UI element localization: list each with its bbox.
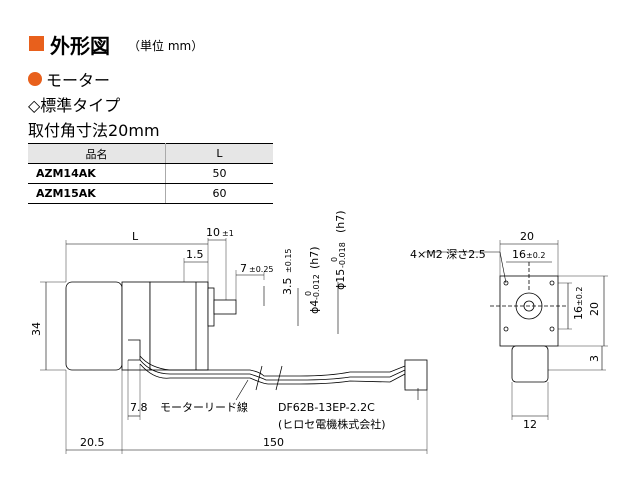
motor-body-mid — [121, 281, 151, 371]
col-header-l: L — [165, 143, 273, 164]
dim-3-5: 3.5 — [281, 278, 294, 296]
lead-exit — [128, 339, 141, 361]
dim-12: 12 — [523, 418, 537, 431]
motor-body-rear — [65, 281, 123, 371]
mount-heading: 取付角寸法20mm — [28, 121, 160, 140]
shaft — [213, 299, 237, 315]
l-cell: 60 — [165, 183, 273, 204]
table-header-row: 品名 L — [28, 143, 273, 164]
lead-wire-2 — [139, 359, 406, 381]
dim-150: 150 — [263, 436, 284, 449]
mount-hole — [503, 280, 509, 286]
table-row: AZM14AK 50 — [28, 163, 273, 184]
unit-note: （単位 mm） — [128, 39, 204, 53]
pilot — [207, 287, 215, 327]
dim-1-5: 1.5 — [186, 248, 204, 261]
dim-phi4-tol-bot: -0.012 — [312, 274, 321, 300]
dim-3: 3 — [588, 355, 601, 362]
connector-model: DF62B-13EP-2.2C — [278, 401, 375, 414]
dim-16-side: 16 — [572, 306, 585, 320]
connector-maker: (ヒロセ電機株式会社) — [278, 417, 386, 431]
dim-phi15: ϕ15 — [334, 269, 347, 290]
dim-10: 10 — [206, 226, 220, 239]
dim-10-tol: ±1 — [222, 229, 234, 238]
dim-phi4-fit: (h7) — [308, 246, 321, 269]
dim-16-side-tol: ±0.2 — [575, 287, 584, 306]
mount-hole — [549, 280, 555, 286]
dim-3-5-tol: ±0.15 — [284, 248, 293, 273]
dim-7: 7 — [240, 262, 247, 275]
end-view-connector — [511, 345, 549, 383]
dim-20-5: 20.5 — [80, 436, 105, 449]
holes-label: 4×M2 深さ2.5 — [410, 248, 486, 261]
bullet-dot-icon — [28, 72, 42, 86]
model-cell: AZM14AK — [28, 163, 166, 184]
dim-20-side: 20 — [588, 302, 601, 316]
dim-l: L — [132, 230, 139, 243]
l-cell: 50 — [165, 163, 273, 184]
spec-table: 品名 L AZM14AK 50 AZM15AK 60 — [28, 143, 273, 204]
model-cell: AZM15AK — [28, 183, 166, 204]
mount-hole — [549, 326, 555, 332]
lead-wire-3 — [139, 363, 406, 385]
dim-34: 34 — [30, 322, 43, 336]
dim-16-top-tol: ±0.2 — [526, 251, 545, 260]
mount-hole — [503, 326, 509, 332]
dim-20-top: 20 — [520, 230, 534, 243]
title-marker — [29, 36, 44, 51]
connector — [404, 359, 428, 391]
motor-heading: モーター — [46, 71, 111, 90]
dim-phi4: ϕ4 — [308, 300, 321, 314]
dim-phi15-fit: (h7) — [334, 210, 347, 233]
dim-7-tol: ±0.25 — [249, 265, 274, 274]
dim-7-8: 7.8 — [130, 401, 148, 414]
dim-phi15-tol-bot: -0.018 — [338, 242, 347, 268]
dim-phi4-tol-top: 0 — [304, 291, 313, 296]
motor-body-front — [149, 281, 209, 371]
lead-label: モーターリード線 — [160, 400, 248, 414]
col-header-model: 品名 — [28, 143, 166, 164]
break-mark-1 — [255, 365, 263, 391]
dim-phi15-tol-top: 0 — [330, 257, 339, 262]
table-row: AZM15AK 60 — [28, 183, 273, 204]
dim-16-top: 16 — [512, 248, 526, 261]
break-mark-2 — [275, 365, 283, 391]
type-heading: ◇標準タイプ — [28, 96, 121, 115]
page-title: 外形図 — [50, 34, 110, 58]
